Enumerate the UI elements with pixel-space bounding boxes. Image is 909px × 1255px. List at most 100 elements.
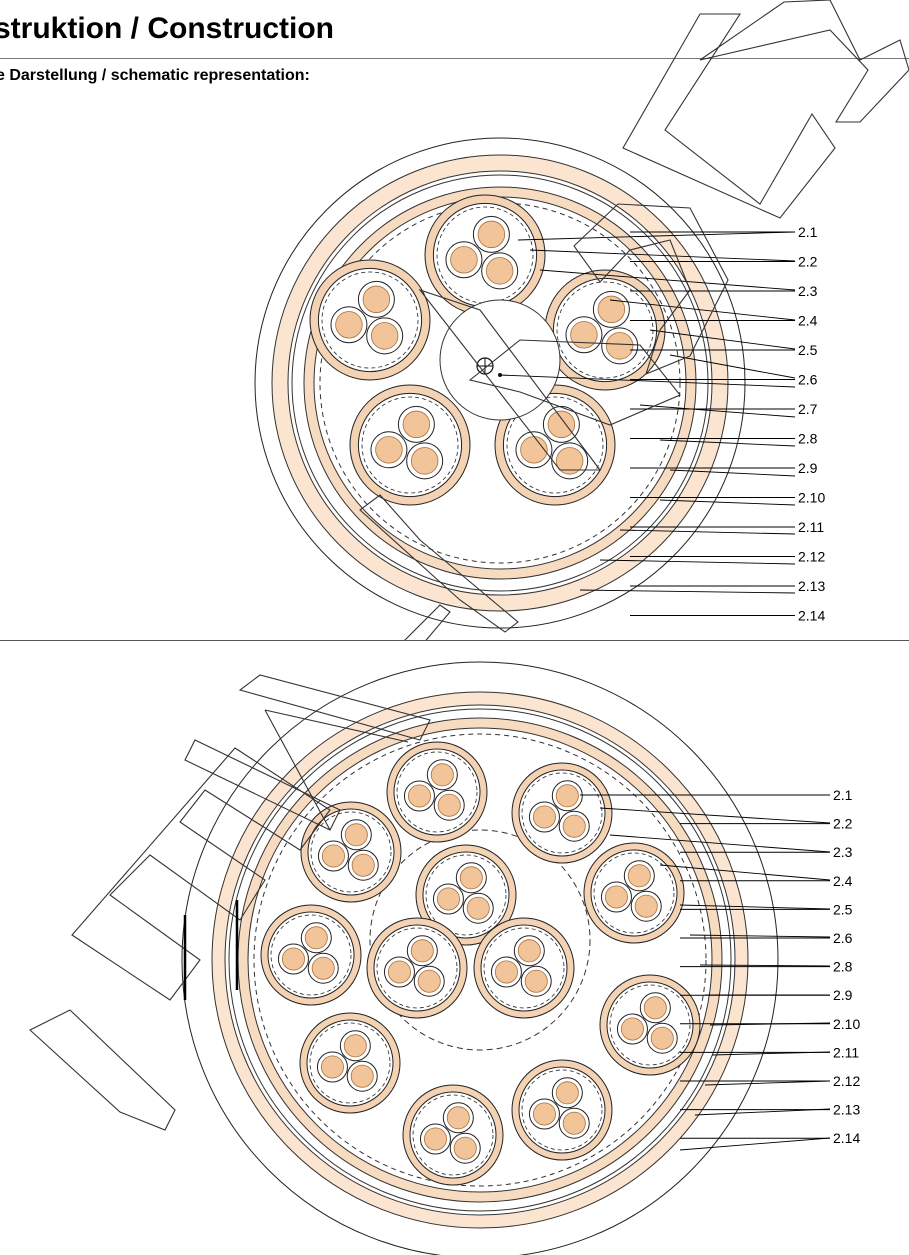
- core-insulation: [426, 759, 458, 791]
- copper-conductor: [430, 763, 454, 787]
- copper-conductor: [335, 311, 363, 339]
- layer-label: 2.5: [833, 901, 853, 917]
- copper-conductor: [605, 332, 634, 360]
- core-insulation: [339, 1030, 371, 1062]
- core-group: [300, 801, 402, 903]
- layer-label: 2.4: [833, 873, 853, 889]
- copper-conductor: [417, 969, 441, 993]
- title-divider: [0, 58, 909, 59]
- core-group: [402, 1084, 504, 1186]
- cable-top-core-groups: [309, 194, 666, 506]
- core-insulation: [528, 1098, 560, 1130]
- core-insulation: [551, 780, 583, 812]
- copper-conductor: [459, 866, 483, 890]
- copper-conductor: [494, 960, 518, 984]
- watermark-top: [359, 0, 909, 640]
- core-insulation: [316, 1051, 348, 1083]
- layer-label: 2.3: [833, 844, 853, 860]
- section-divider: [0, 640, 909, 641]
- core-insulation: [383, 956, 415, 988]
- core-insulation: [277, 943, 309, 975]
- layer-label: 2.11: [798, 519, 824, 535]
- core-group: [415, 844, 517, 946]
- copper-conductor: [477, 220, 506, 249]
- layer-label: 2.10: [798, 490, 825, 506]
- core-group: [583, 842, 685, 944]
- watermark-bottom: [29, 674, 431, 1131]
- copper-conductor: [446, 1106, 470, 1130]
- layer-label: 2.1: [833, 787, 853, 803]
- core-insulation: [403, 780, 435, 812]
- layer-label: 2.8: [798, 431, 818, 447]
- core-group: [260, 904, 362, 1006]
- copper-conductor: [532, 805, 556, 829]
- copper-conductor: [281, 947, 305, 971]
- copper-conductor: [423, 1127, 447, 1151]
- layer-label: 2.13: [833, 1102, 860, 1118]
- core-insulation: [630, 890, 662, 922]
- layer-label: 2.12: [798, 549, 825, 565]
- layer-label: 2.1: [798, 224, 818, 240]
- copper-conductor: [351, 853, 375, 877]
- core-insulation: [340, 819, 372, 851]
- copper-conductor: [450, 246, 478, 274]
- copper-conductor: [453, 1136, 477, 1160]
- copper-conductor: [350, 1064, 374, 1088]
- layer-label: 2.2: [798, 254, 818, 270]
- core-group: [349, 384, 471, 506]
- copper-conductor: [321, 844, 345, 868]
- copper-conductor: [532, 1102, 556, 1126]
- copper-conductor: [344, 823, 368, 847]
- copper-conductor: [562, 1111, 586, 1135]
- core-insulation: [433, 789, 465, 821]
- copper-conductor: [370, 322, 399, 350]
- copper-conductor: [555, 1081, 579, 1105]
- copper-conductor: [547, 410, 576, 439]
- core-insulation: [346, 1060, 378, 1092]
- copper-conductor: [320, 1055, 344, 1079]
- core-insulation: [442, 1102, 474, 1134]
- layer-label: 2.8: [833, 959, 853, 975]
- layer-label: 2.13: [798, 578, 825, 594]
- layer-label: 2.12: [833, 1073, 860, 1089]
- core-group: [511, 762, 613, 864]
- layer-label: 2.6: [798, 372, 818, 388]
- core-group: [511, 1059, 613, 1161]
- page-title: struktion / Construction: [0, 12, 334, 45]
- copper-conductor: [466, 896, 490, 920]
- section-subtitle: e Darstellung / schematic representation…: [0, 67, 310, 84]
- copper-conductor: [485, 257, 514, 285]
- core-insulation: [551, 1077, 583, 1109]
- copper-conductor: [410, 939, 434, 963]
- copper-conductor: [524, 969, 548, 993]
- core-insulation: [520, 965, 552, 997]
- core-group: [366, 917, 468, 1019]
- layer-label: 2.3: [798, 283, 818, 299]
- core-insulation: [639, 992, 671, 1024]
- core-insulation: [419, 1123, 451, 1155]
- core-insulation: [300, 922, 332, 954]
- copper-conductor: [304, 926, 328, 950]
- core-insulation: [513, 935, 545, 967]
- copper-conductor: [555, 784, 579, 808]
- layer-label: 2.10: [833, 1016, 860, 1032]
- copper-conductor: [437, 793, 461, 817]
- core-group: [309, 259, 431, 381]
- copper-conductor: [643, 996, 667, 1020]
- layer-label: 2.4: [798, 313, 818, 329]
- copper-conductor: [520, 436, 548, 464]
- core-group: [299, 1012, 401, 1114]
- cable-top-center-element: [439, 299, 561, 421]
- core-insulation: [558, 810, 590, 842]
- core-insulation: [317, 840, 349, 872]
- core-group: [544, 269, 666, 391]
- cable-bottom-outer-layers: [181, 661, 779, 1255]
- core-insulation: [307, 952, 339, 984]
- core-insulation: [432, 883, 464, 915]
- core-insulation: [528, 801, 560, 833]
- copper-conductor: [311, 956, 335, 980]
- cable-top-leader-lines: [499, 231, 796, 594]
- copper-conductor: [517, 939, 541, 963]
- core-group: [599, 974, 701, 1076]
- core-insulation: [600, 881, 632, 913]
